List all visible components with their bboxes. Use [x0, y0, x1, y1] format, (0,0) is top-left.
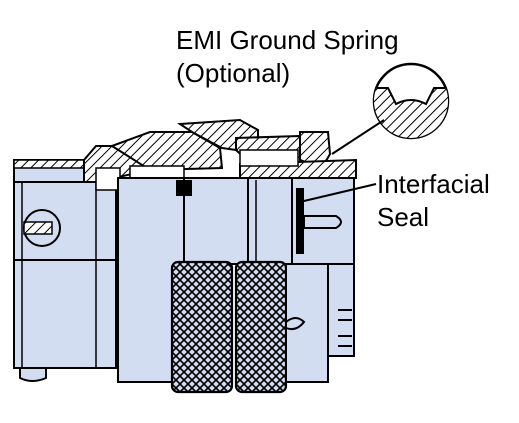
emi-label-line2: (Optional) [176, 58, 291, 88]
magnified-detail [372, 62, 450, 140]
receptacle-shell [13, 159, 117, 369]
mounting-foot [19, 367, 47, 382]
key-bump [285, 317, 306, 331]
emi-spring-leader [331, 119, 385, 155]
emi-label-line1: EMI Ground Spring [176, 25, 399, 55]
emi-ground-spring-label: EMI Ground Spring (Optional) [176, 24, 399, 90]
seal-label-line1: Interfacial [377, 169, 490, 199]
screw-head [23, 209, 61, 247]
contact-pin [303, 215, 342, 229]
knurled-coupling-ring [170, 260, 288, 394]
coupling-nut-section [83, 118, 357, 184]
seal-label-line2: Seal [377, 202, 430, 232]
interfacial-seal [296, 188, 304, 254]
plug-body [117, 177, 295, 383]
interfacial-seal-label: Interfacial Seal [377, 168, 490, 234]
inner-contacts [95, 149, 299, 191]
seal-leader [303, 183, 377, 202]
